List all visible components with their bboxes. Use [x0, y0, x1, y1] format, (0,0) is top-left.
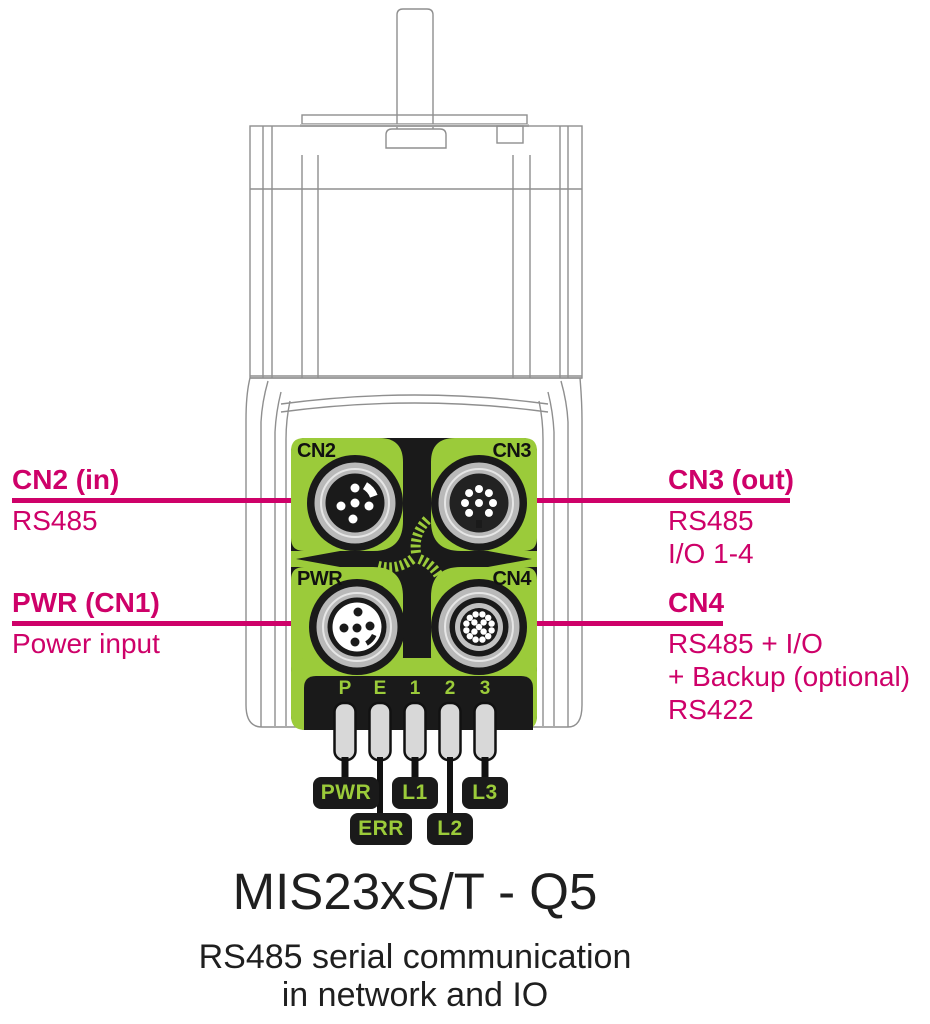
motor-outline — [245, 8, 583, 728]
cn2-callout-title: CN2 (in) — [12, 464, 120, 495]
led-tag-pwr: PWR — [313, 777, 379, 809]
shaft-outline — [396, 8, 434, 129]
led-letter-p: P — [338, 678, 352, 699]
pwr-connector — [309, 579, 405, 675]
led-letter-1: 1 — [409, 678, 421, 699]
cn3-leader-line — [523, 498, 790, 503]
led-letter-e: E — [373, 678, 387, 699]
cn3-panel-label: CN3 — [492, 440, 531, 462]
led-tag-l2: L2 — [427, 813, 473, 845]
cn4-panel-label: CN4 — [492, 568, 531, 590]
led-tag-err: ERR — [350, 813, 412, 845]
callout-lines — [12, 498, 790, 626]
product-subtitle: RS485 serial communication in network an… — [65, 938, 765, 1014]
led-letter-2: 2 — [444, 678, 456, 699]
product-title: MIS23xS/T - Q5 — [232, 863, 598, 920]
cn4-callout-title: CN4 — [668, 587, 725, 618]
cn3-callout-title: CN3 (out) — [668, 464, 794, 495]
cn4-callout-sub3: RS422 — [668, 694, 754, 725]
jvl-logo-icon — [375, 515, 448, 588]
led-letter-3: 3 — [479, 678, 491, 699]
cn3-callout-sub2: I/O 1-4 — [668, 538, 754, 569]
product-subtitle-line2: in network and IO — [281, 976, 549, 1014]
cn2-callout-sub: RS485 — [12, 505, 98, 536]
pwr-panel-label: PWR — [297, 568, 343, 590]
product-subtitle-line1: RS485 serial communication — [198, 938, 632, 976]
cn3-callout-sub1: RS485 — [668, 505, 754, 536]
cn4-callout-sub2: + Backup (optional) — [668, 661, 911, 692]
cn4-connector — [431, 579, 527, 675]
pwr-callout-sub: Power input — [12, 628, 160, 659]
cn2-leader-line — [12, 498, 309, 503]
pwr-callout-title: PWR (CN1) — [12, 587, 160, 618]
led-tag-l3: L3 — [462, 777, 508, 809]
cn3-connector — [431, 455, 527, 551]
cn4-callout-sub1: RS485 + I/O — [668, 628, 823, 659]
led-tag-l1: L1 — [392, 777, 438, 809]
connector-panel — [291, 438, 537, 817]
cn2-connector — [307, 455, 403, 551]
cn2-panel-label: CN2 — [297, 440, 336, 462]
pwr-leader-line — [12, 621, 311, 626]
cn4-leader-line — [523, 621, 723, 626]
